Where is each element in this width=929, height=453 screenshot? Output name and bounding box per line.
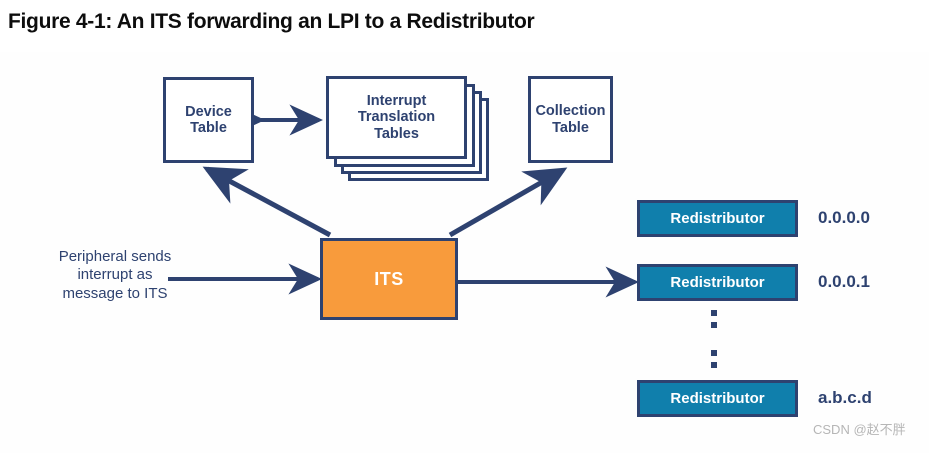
its-label: ITS	[374, 268, 404, 289]
peripheral-message-caption: Peripheral sends interrupt as message to…	[22, 248, 208, 303]
ellipsis-dot-2	[711, 322, 717, 328]
arrow-its-to-collection-table	[448, 167, 568, 238]
redistributor-box-2[interactable]: Redistributor	[637, 380, 798, 417]
redistributor-label-0: Redistributor	[670, 210, 765, 227]
watermark: CSDN @赵不胖	[813, 422, 906, 437]
peripheral-caption-line2: interrupt as	[77, 266, 153, 284]
page-title: Figure 4-1: An ITS forwarding an LPI to …	[8, 10, 535, 33]
peripheral-caption-line3: message to ITS	[62, 284, 168, 302]
collection-table-box[interactable]: Collection Table	[528, 76, 613, 163]
redistributor-label-1: Redistributor	[670, 274, 765, 291]
ellipsis-dot-3	[711, 350, 717, 356]
device-table-label: Device Table	[185, 104, 232, 136]
device-table-line2: Table	[190, 120, 227, 136]
ellipsis-dot-4	[711, 362, 717, 368]
interrupt-translation-tables-stack[interactable]: Interrupt Translation Tables	[326, 76, 492, 184]
device-table-line1: Device	[185, 103, 232, 120]
itt-line1: Interrupt	[366, 93, 427, 110]
redistributor-box-1[interactable]: Redistributor	[637, 264, 798, 301]
redistributor-box-0[interactable]: Redistributor	[637, 200, 798, 237]
redistributor-label-2: Redistributor	[670, 390, 765, 407]
vertical-ellipsis-icon	[711, 308, 723, 376]
redistributor-address-0: 0.0.0.0	[818, 208, 870, 227]
redistributor-address-2: a.b.c.d	[818, 388, 872, 407]
collection-table-line2: Table	[552, 119, 589, 136]
ellipsis-dot-1	[711, 310, 717, 316]
connector-layer	[168, 104, 639, 298]
itt-line2: Translation	[357, 109, 436, 126]
itt-label: Interrupt Translation Tables	[358, 93, 435, 142]
redistributor-address-1: 0.0.0.1	[818, 272, 870, 291]
collection-table-label: Collection Table	[535, 103, 605, 135]
itt-stack-layer-1[interactable]: Interrupt Translation Tables	[326, 76, 467, 159]
collection-table-line1: Collection	[535, 103, 606, 120]
device-table-box[interactable]: Device Table	[163, 77, 254, 163]
arrow-its-to-device-table	[202, 166, 332, 238]
itt-line3: Tables	[374, 125, 419, 142]
its-architecture-diagram: Device Table Interrupt Translation Table…	[0, 52, 929, 453]
its-box[interactable]: ITS	[320, 238, 458, 320]
peripheral-caption-line1: Peripheral sends	[58, 248, 172, 265]
